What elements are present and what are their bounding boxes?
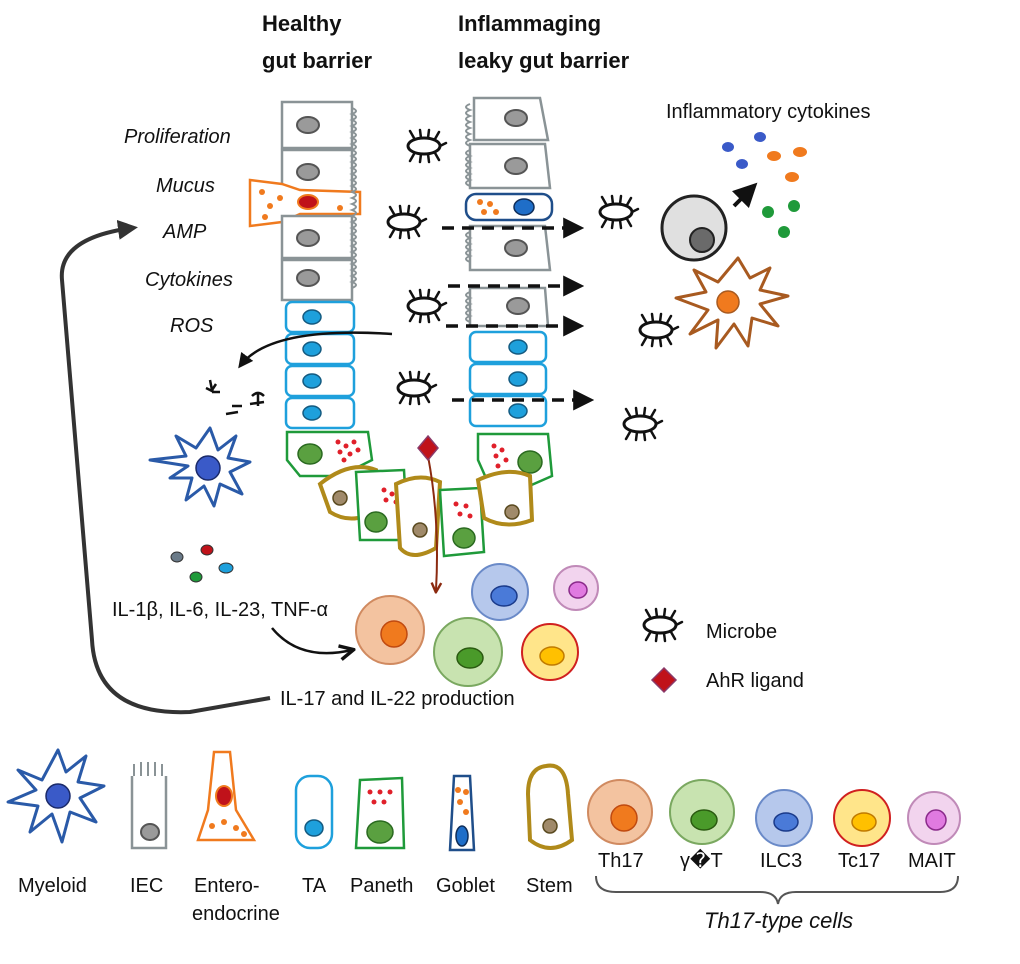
microbe-icon [406,288,448,324]
legend-microbe-label: Microbe [706,621,777,643]
translocation-arrows [442,217,595,411]
iec-cell [468,286,550,328]
myeloid-cytokine-dots [170,544,234,583]
th17-group-label: Th17-type cells [704,908,853,933]
tc17-cell [521,623,579,681]
microbe-icon [622,406,664,442]
key-iec: IEC [130,762,168,897]
function-label: ROS [170,315,214,337]
inflamed-header-line2: leaky gut barrier [458,48,630,73]
key-gdt: γ�T [669,779,735,872]
il-production-label: IL-17 and IL-22 production [280,688,515,710]
iec-cell [468,142,552,190]
key-label: endocrine [192,903,280,925]
stem-cell [475,469,535,527]
key-enteroendocrine: Entero- endocrine [192,750,280,925]
ilc3-cell [471,563,529,621]
th17-group-brace [595,875,959,905]
inflamed-header-line1: Inflammaging [458,11,601,36]
legend: Microbe AhR ligand [642,607,804,694]
legend-ahr-label: AhR ligand [706,670,804,692]
crypt-base [317,434,535,590]
ahr-ligand-icon [650,666,678,694]
cytokine-to-th17-arrow [271,627,352,653]
key-myeloid: Myeloid [6,748,106,897]
enteroendocrine-cell [248,178,362,228]
th17-cell-cluster [355,563,599,687]
healthy-crypt-column [248,100,374,478]
ta-cell [284,300,356,334]
ta-cell [468,362,548,396]
ta-cell [284,364,356,398]
ta-cell [468,330,548,364]
iec-cell [472,96,550,142]
iec-cell [280,214,354,260]
key-label: Tc17 [838,850,880,872]
function-label: Proliferation [124,126,231,148]
ta-cell [468,394,548,428]
inflamed-myeloid-cell [674,256,790,350]
feedback-arrow [59,219,271,715]
key-label: Th17 [598,850,644,872]
key-label: γ�T [680,848,723,872]
key-label: Stem [526,875,573,897]
key-mait: MAIT [907,791,961,872]
key-th17: Th17 [587,779,653,872]
killed-microbe-icon [205,379,265,416]
myeloid-cytokines-label: IL-1β, IL-6, IL-23, TNF-α [112,599,328,621]
microbe-icon [386,204,428,240]
leaky-crypt-column [464,96,554,492]
gdt-cell [433,617,503,687]
key-label: TA [302,875,327,897]
iec-cell [280,258,354,302]
key-label: Entero- [194,875,260,897]
goblet-cell [464,192,554,222]
key-ilc3: ILC3 [755,789,813,872]
microbe-icon [396,370,438,406]
th17-cell [355,595,425,665]
key-tc17: Tc17 [833,789,891,872]
healthy-header-line1: Healthy [262,11,342,36]
ta-cell [284,396,356,430]
key-ta: TA [294,774,334,897]
microbe-icon [406,128,448,164]
key-label: Myeloid [18,875,87,897]
paneth-cell [438,486,486,558]
cytokine-release-arrow [731,182,758,209]
iec-cell [280,100,354,150]
key-label: IEC [130,875,163,897]
microbe-icon [598,194,640,230]
ahr-ligand-icon [417,434,439,462]
cell-type-key: Myeloid IEC Entero- endocrine TA [6,748,961,933]
iec-cell [468,224,552,272]
key-goblet: Goblet [436,774,495,897]
myeloid-cell [148,426,252,508]
key-stem: Stem [525,763,575,897]
healthy-header-line2: gut barrier [262,48,372,73]
microbe-icon [642,607,684,643]
key-label: MAIT [908,850,956,872]
key-paneth: Paneth [350,776,413,897]
function-label: Mucus [156,175,215,197]
key-label: Goblet [436,875,495,897]
key-label: Paneth [350,875,413,897]
macrophage-cell [660,194,728,262]
key-label: ILC3 [760,850,802,872]
mait-cell [553,565,599,611]
ros-arrow [238,331,393,369]
inflammatory-cytokine-dots [722,132,807,238]
function-label: Cytokines [145,269,233,291]
function-labels: Proliferation Mucus AMP Cytokines ROS [124,126,233,337]
microbe-icon [638,312,680,348]
function-label: AMP [162,221,207,243]
inflammatory-cytokines-label: Inflammatory cytokines [666,101,871,123]
